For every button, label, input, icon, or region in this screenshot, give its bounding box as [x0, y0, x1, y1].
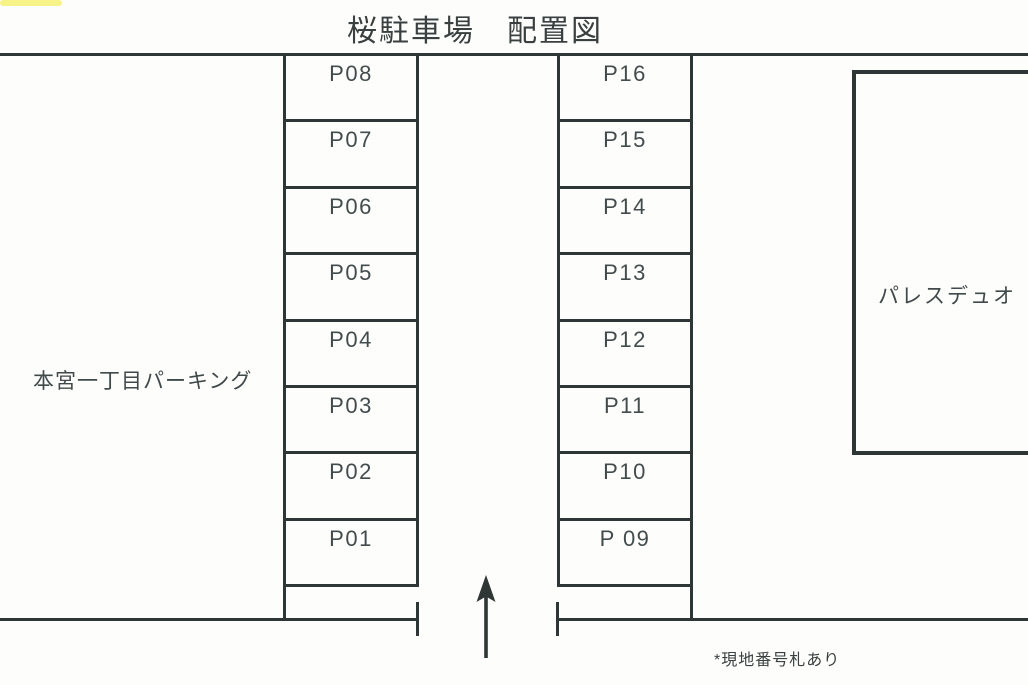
parking-space-label: P02: [329, 459, 373, 485]
boundary-bottom-line-left: [0, 618, 419, 621]
parking-space: P02: [286, 454, 416, 521]
building-outline: [852, 70, 1028, 455]
parking-space-label: P10: [603, 459, 647, 485]
parking-space: P03: [286, 387, 416, 455]
parking-space: P01: [286, 520, 416, 588]
parking-space: P10: [560, 454, 690, 521]
entrance-gap-tick-left: [416, 602, 419, 636]
adjacent-parking-label: 本宮一丁目パーキング: [33, 370, 253, 393]
parking-space: P11: [560, 387, 690, 455]
parking-space-label: P07: [329, 127, 373, 153]
footnote: *現地番号札あり: [714, 652, 841, 669]
page-title: 桜駐車場 配置図: [347, 15, 603, 48]
parking-space: P05: [286, 255, 416, 322]
entrance-arrow-icon: [476, 575, 496, 658]
parking-space-label: P05: [329, 260, 373, 286]
parking-space-label: P06: [329, 193, 373, 219]
parking-space-label: P14: [603, 193, 647, 219]
parking-space-label: P13: [603, 260, 647, 286]
parking-space: P06: [286, 188, 416, 256]
building-label: パレスデュオ: [878, 285, 1016, 308]
parking-space-label: P15: [603, 127, 647, 153]
parking-space: P08: [286, 56, 416, 123]
parking-space: P07: [286, 122, 416, 189]
parking-space-label: P11: [603, 392, 646, 418]
parking-space-label: P01: [329, 525, 373, 551]
parking-space-label: P08: [329, 61, 373, 86]
parking-space: P14: [560, 188, 690, 256]
boundary-bottom-line-right: [557, 618, 1028, 621]
parking-space-label: P03: [329, 392, 373, 418]
right-column-border-extension: [690, 587, 693, 620]
parking-space-label: P16: [603, 61, 647, 86]
parking-column-left: P08 P07 P06 P05 P04 P03 P02 P01: [283, 56, 419, 588]
parking-space: P15: [560, 122, 690, 189]
parking-space: P13: [560, 255, 690, 322]
scan-artifact: [0, 0, 62, 6]
parking-space: P12: [560, 321, 690, 388]
boundary-top-line: [0, 53, 1028, 56]
parking-space-label: P04: [329, 326, 373, 352]
parking-space-label: P12: [603, 326, 647, 352]
parking-space: P16: [560, 56, 690, 123]
entrance-gap-tick-right: [556, 602, 559, 636]
parking-column-right: P16 P15 P14 P13 P12 P11 P10 P 09: [557, 56, 693, 588]
parking-space: P 09: [560, 520, 690, 588]
parking-space: P04: [286, 321, 416, 388]
left-column-border-extension: [283, 587, 286, 620]
parking-space-label: P 09: [599, 525, 651, 551]
